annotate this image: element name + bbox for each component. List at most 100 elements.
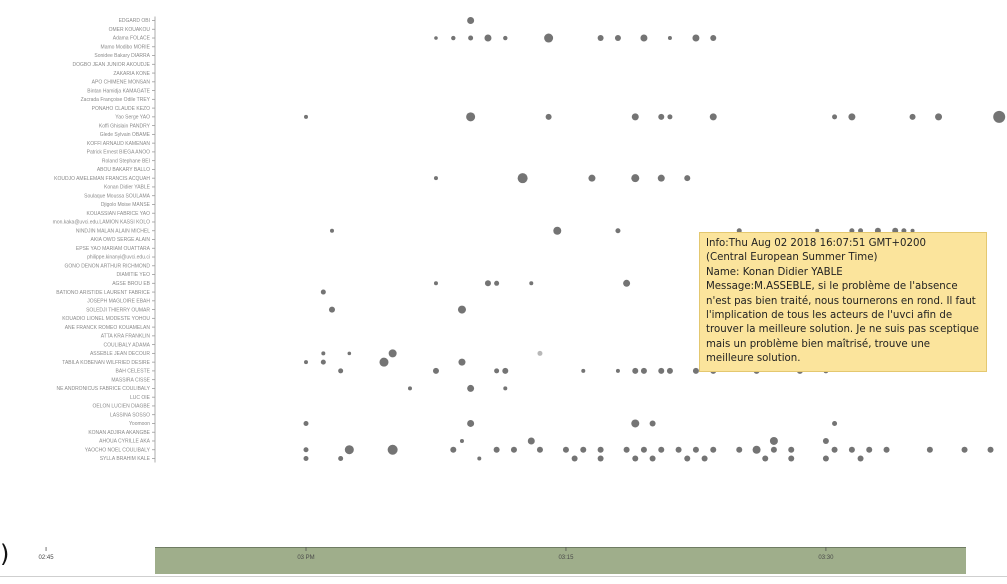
message-point[interactable] (433, 281, 438, 286)
message-point[interactable] (822, 455, 829, 462)
message-point[interactable] (623, 279, 631, 287)
message-point[interactable] (388, 349, 397, 358)
message-point[interactable] (692, 446, 699, 453)
message-point[interactable] (303, 456, 309, 461)
message-point[interactable] (987, 446, 994, 453)
message-point[interactable] (450, 446, 457, 453)
message-point[interactable] (320, 359, 326, 365)
message-point[interactable] (338, 456, 344, 461)
message-point[interactable] (329, 228, 334, 233)
message-point[interactable] (581, 368, 586, 373)
message-point[interactable] (493, 446, 500, 453)
message-point[interactable] (832, 114, 838, 120)
message-point[interactable] (623, 446, 630, 453)
message-point[interactable] (434, 36, 438, 40)
message-point[interactable] (338, 368, 344, 374)
message-point[interactable] (770, 446, 777, 453)
message-point[interactable] (631, 419, 640, 428)
message-point[interactable] (632, 367, 639, 374)
message-point[interactable] (477, 456, 482, 461)
message-point[interactable] (536, 446, 543, 453)
message-point[interactable] (494, 280, 500, 286)
message-point[interactable] (571, 455, 578, 462)
message-point[interactable] (701, 455, 708, 462)
message-point[interactable] (935, 113, 943, 121)
message-point[interactable] (580, 446, 587, 453)
message-point[interactable] (615, 368, 620, 373)
message-point[interactable] (848, 113, 856, 121)
message-point[interactable] (709, 113, 717, 121)
message-point[interactable] (597, 35, 604, 42)
message-point[interactable] (848, 446, 855, 453)
message-point[interactable] (649, 420, 656, 427)
message-point[interactable] (675, 446, 682, 453)
message-point[interactable] (467, 419, 475, 427)
message-point[interactable] (503, 35, 508, 41)
message-point[interactable] (632, 455, 639, 462)
message-point[interactable] (517, 173, 528, 184)
message-point[interactable] (849, 228, 855, 234)
message-point[interactable] (304, 114, 308, 119)
message-point[interactable] (822, 437, 829, 444)
message-point[interactable] (433, 176, 438, 181)
message-point[interactable] (926, 446, 933, 453)
message-point[interactable] (614, 35, 621, 42)
message-point[interactable] (553, 226, 562, 235)
message-point[interactable] (588, 174, 596, 182)
message-point[interactable] (484, 34, 492, 42)
message-point[interactable] (451, 35, 456, 41)
message-point[interactable] (640, 367, 647, 374)
message-point[interactable] (484, 280, 491, 287)
message-point[interactable] (379, 357, 389, 367)
message-point[interactable] (502, 367, 509, 374)
message-point[interactable] (432, 367, 439, 374)
message-point[interactable] (667, 36, 672, 41)
message-point[interactable] (710, 35, 717, 42)
message-point[interactable] (467, 384, 475, 392)
message-point[interactable] (815, 228, 820, 233)
message-point[interactable] (321, 351, 326, 356)
message-point[interactable] (788, 455, 795, 462)
message-point[interactable] (667, 114, 673, 120)
message-point[interactable] (640, 34, 648, 42)
message-point[interactable] (529, 281, 534, 286)
message-point[interactable] (457, 305, 466, 314)
message-point[interactable] (666, 367, 673, 374)
message-point[interactable] (769, 436, 778, 445)
message-point[interactable] (909, 113, 916, 120)
message-point[interactable] (649, 455, 656, 462)
message-point[interactable] (658, 446, 665, 453)
message-point[interactable] (537, 350, 543, 356)
message-point[interactable] (710, 446, 717, 453)
message-point[interactable] (458, 358, 466, 366)
message-point[interactable] (692, 367, 699, 374)
message-point[interactable] (544, 33, 554, 43)
message-point[interactable] (466, 112, 476, 122)
message-point[interactable] (762, 455, 769, 462)
message-point[interactable] (684, 455, 691, 462)
message-point[interactable] (752, 445, 761, 454)
message-point[interactable] (831, 446, 838, 453)
message-point[interactable] (510, 446, 517, 453)
message-point[interactable] (387, 444, 398, 455)
message-point[interactable] (866, 446, 873, 453)
message-point[interactable] (615, 228, 621, 234)
message-point[interactable] (901, 228, 907, 234)
message-point[interactable] (658, 113, 665, 120)
message-point[interactable] (503, 386, 508, 391)
message-point[interactable] (736, 446, 743, 453)
message-point[interactable] (883, 446, 890, 453)
message-point[interactable] (858, 228, 864, 234)
message-point[interactable] (993, 110, 1006, 123)
message-point[interactable] (640, 446, 647, 453)
message-point[interactable] (684, 175, 691, 182)
message-point[interactable] (320, 289, 326, 295)
message-point[interactable] (468, 35, 474, 41)
message-point[interactable] (344, 445, 354, 455)
message-point[interactable] (832, 420, 838, 426)
message-point[interactable] (562, 446, 569, 453)
message-point[interactable] (788, 446, 795, 453)
message-point[interactable] (910, 228, 915, 233)
message-point[interactable] (631, 174, 640, 183)
message-point[interactable] (303, 447, 309, 453)
